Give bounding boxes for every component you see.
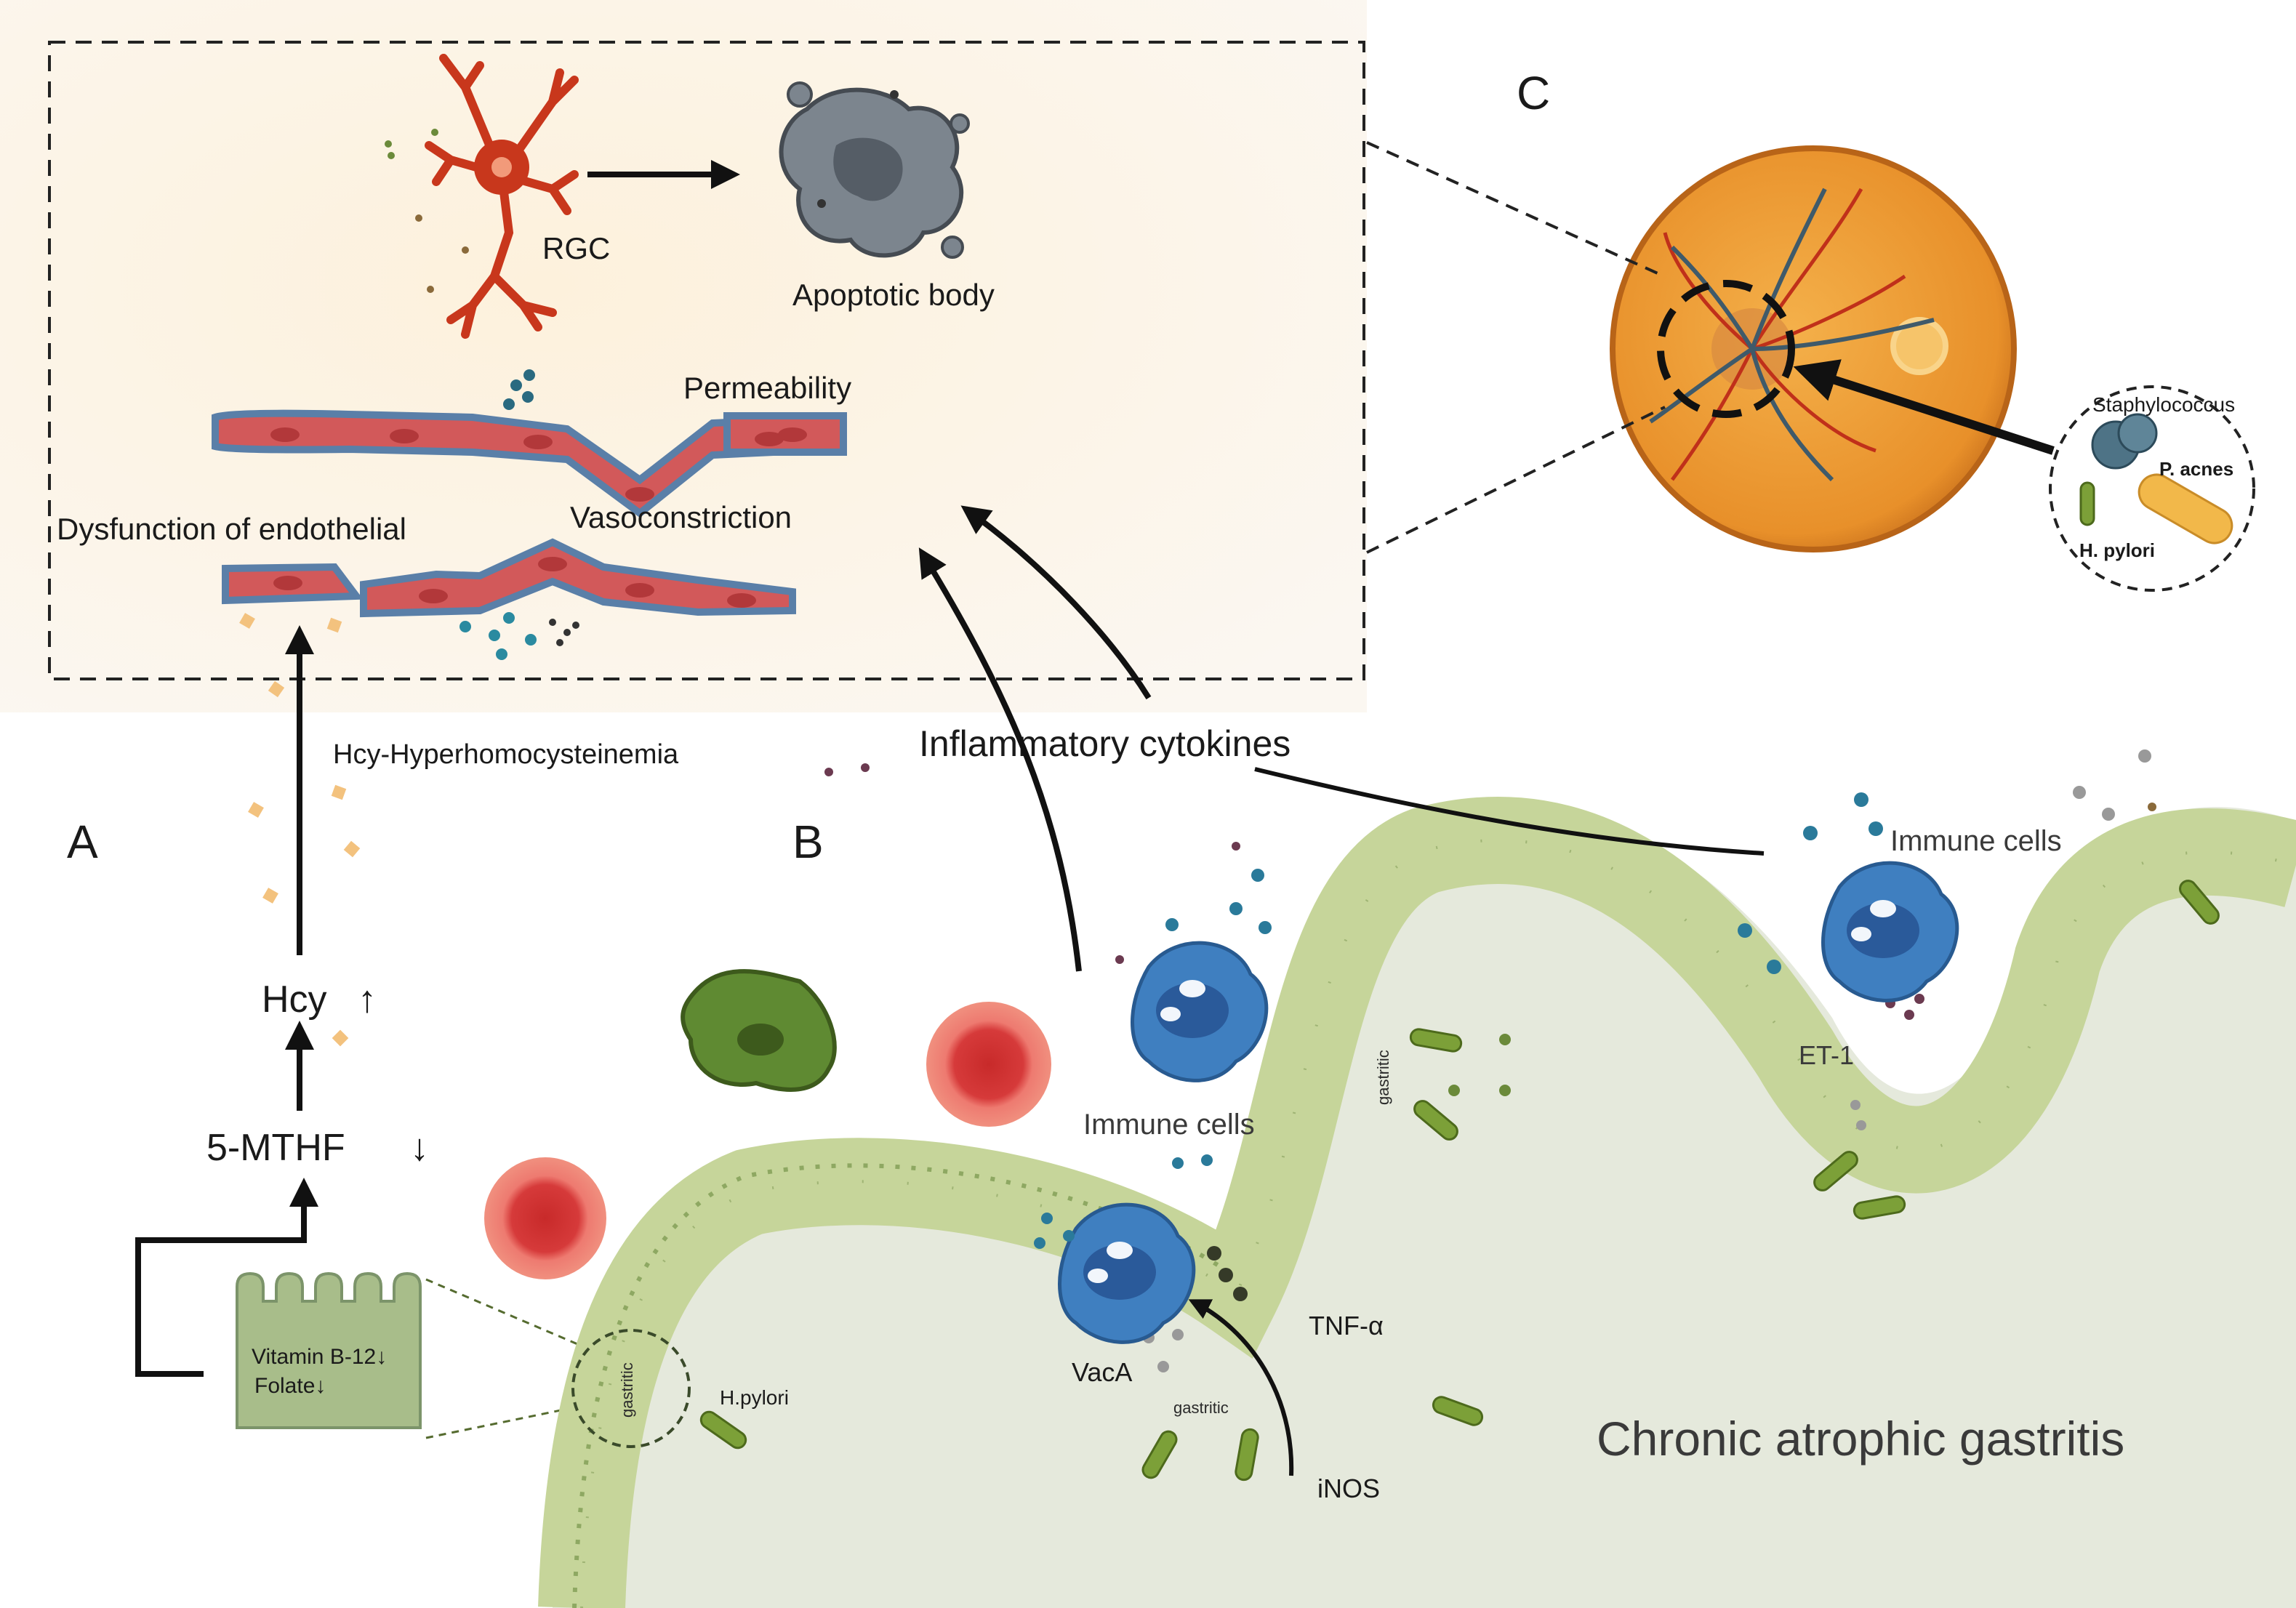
staphylococcus-label: Staphylococcus xyxy=(2092,393,2235,416)
permeability-label: Permeability xyxy=(683,371,851,405)
rgc-label: RGC xyxy=(542,231,610,265)
cytokine-arrow-right xyxy=(960,505,1152,700)
gastritic-label-right: gastritic xyxy=(1374,1050,1392,1105)
staphylococcus-icon xyxy=(2091,413,2158,470)
hcy-label: Hcy xyxy=(262,978,327,1021)
bacteria-to-retina-arrow xyxy=(1793,359,2055,455)
immune-cell-icon xyxy=(1821,861,1959,1002)
panel-label-c: C xyxy=(1517,67,1550,119)
h-pylori-inset-icon xyxy=(2079,481,2095,526)
vaca-label: VacA xyxy=(1072,1357,1132,1387)
mthf-decrease-indicator: ↓ xyxy=(410,1127,429,1169)
immune-to-cytokine-line xyxy=(1254,767,1765,856)
macrophage-icon xyxy=(681,969,837,1092)
inflammatory-cytokines-label: Inflammatory cytokines xyxy=(919,723,1291,764)
chronic-atrophic-gastritis-label: Chronic atrophic gastritis xyxy=(1597,1412,2124,1466)
panel-label-b: B xyxy=(792,816,824,868)
h-pylori-label-inset: H. pylori xyxy=(2079,539,2155,561)
molecule-dots xyxy=(385,129,469,293)
apoptotic-body-icon xyxy=(779,81,970,259)
immune-cells-label-right: Immune cells xyxy=(1890,825,2062,857)
cytokine-dots xyxy=(824,749,2156,1372)
dysfunction-label: Dysfunction of endothelial xyxy=(57,512,406,546)
et1-label: ET-1 xyxy=(1799,1040,1854,1070)
vessel-lower-icon xyxy=(222,538,796,618)
gastric-mucosa xyxy=(538,797,2296,1608)
p-acnes-icon xyxy=(2138,473,2233,544)
hpylori-label: H.pylori xyxy=(720,1386,789,1409)
inos-label: iNOS xyxy=(1317,1474,1380,1503)
vasoconstriction-label: Vasoconstriction xyxy=(570,500,792,534)
tnf-alpha-label: TNF-α xyxy=(1309,1311,1384,1340)
panel-label-a: A xyxy=(67,816,98,868)
p-acnes-label: P. acnes xyxy=(2159,458,2233,480)
immune-cell-icon xyxy=(1058,1202,1196,1344)
hyperhomocysteinemia-label: Hcy-Hyperhomocysteinemia xyxy=(333,739,679,770)
apoptotic-body-label: Apoptotic body xyxy=(792,278,995,312)
hcy-particles xyxy=(239,613,361,1047)
cytokine-arrow-left xyxy=(918,547,1082,972)
zoom-connector-bottom xyxy=(1366,406,1666,554)
red-blood-cell-icon xyxy=(926,1002,1051,1127)
top-box-border xyxy=(48,41,1365,680)
immune-cells-label-center: Immune cells xyxy=(1083,1109,1255,1141)
immune-dots xyxy=(1034,792,1883,1249)
red-blood-cell-icon xyxy=(484,1157,606,1279)
gastritic-label-left: gastritic xyxy=(618,1362,636,1418)
rgc-neuron-icon xyxy=(425,54,579,339)
retina-fundus-icon xyxy=(1610,145,2017,552)
folate-label: Folate↓ xyxy=(254,1374,326,1398)
optic-disc-highlight xyxy=(1657,280,1795,418)
gastritic-label-center: gastritic xyxy=(1173,1399,1229,1417)
h-pylori-bacteria-icon xyxy=(699,880,2220,1482)
inos-to-immune-arrow xyxy=(1188,1299,1294,1476)
zoom-line-upper xyxy=(425,1278,597,1354)
gastric-cell-block-icon xyxy=(236,1271,422,1429)
vitamin-to-mthf-arrow xyxy=(135,1178,318,1377)
immune-cell-icon xyxy=(1131,941,1269,1082)
mthf-label: 5-MTHF xyxy=(206,1127,345,1169)
vessel-particles xyxy=(459,369,579,660)
vessel-upper-icon xyxy=(212,409,847,518)
zoom-connector-top xyxy=(1366,141,1658,275)
vitamin-b12-label: Vitamin B-12↓ xyxy=(252,1345,387,1369)
hcy-increase-indicator: ↑ xyxy=(358,978,377,1021)
gastric-cell-zoom-circle xyxy=(571,1329,691,1448)
